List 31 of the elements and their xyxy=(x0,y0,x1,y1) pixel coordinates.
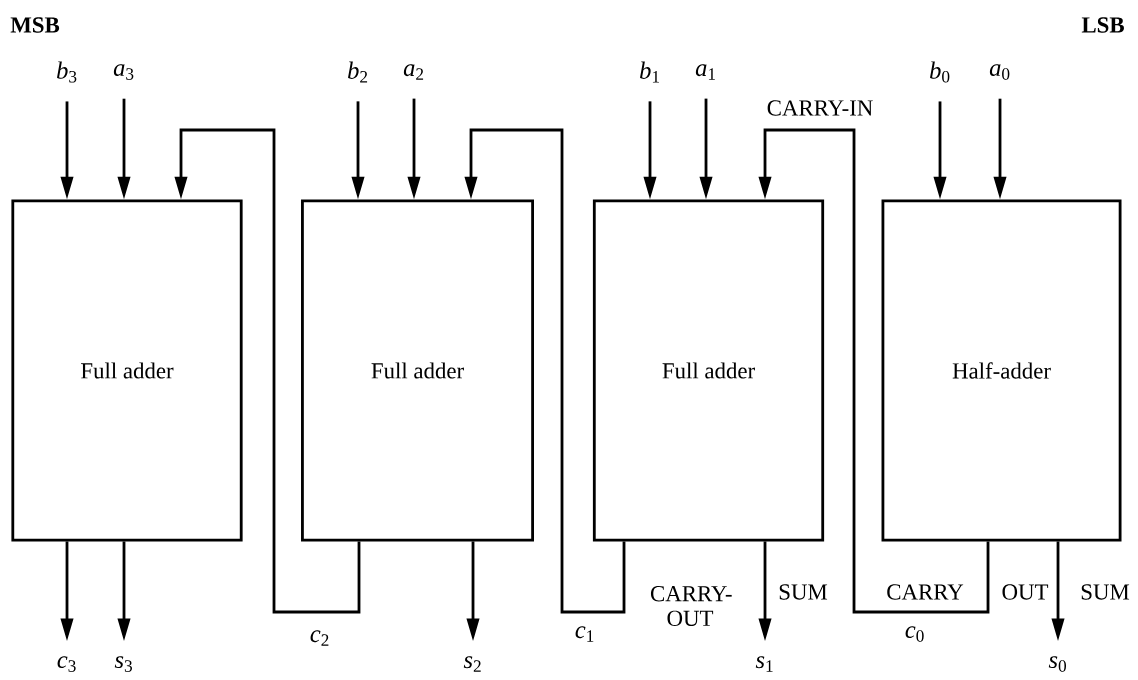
signal-name: s$_{1}$ xyxy=(755,656,773,672)
adder-box: Full adder xyxy=(11,199,243,542)
signal-label: CARRY-OUT xyxy=(650,586,732,626)
carry-arrow xyxy=(758,128,990,614)
signal-label: SUM xyxy=(1081,584,1130,600)
edge-label: c$_{1}$ xyxy=(573,624,597,644)
adder-box: Full adder xyxy=(592,199,825,542)
signal-name: s$_{0}$ xyxy=(1048,656,1066,672)
signal-name: a$_{3}$ xyxy=(113,64,134,80)
signal-name: b$_{1}$ xyxy=(640,61,659,83)
adder-box: Half-adder xyxy=(881,199,1122,542)
carry-arrow xyxy=(464,128,626,614)
signal-name: a$_{1}$ xyxy=(695,64,715,80)
signal-label: CARRY-IN xyxy=(767,100,873,116)
signal-label: SUM xyxy=(779,584,828,600)
signal-name: b$_{2}$ xyxy=(348,61,368,83)
adder-box: Full adder xyxy=(301,199,534,542)
edge-label: c$_{2}$ xyxy=(308,628,332,648)
signal-label: OUT xyxy=(1002,584,1049,600)
edge-label: c$_{0}$ xyxy=(903,624,927,644)
carry-arrow xyxy=(174,128,361,614)
bit-label: LSB xyxy=(1081,17,1124,33)
signal-label: CARRY xyxy=(887,584,964,600)
signal-name: b$_{3}$ xyxy=(57,61,77,83)
signal-name: b$_{0}$ xyxy=(930,61,950,83)
signal-name: c$_{3}$ xyxy=(57,656,76,672)
signal-name: s$_{3}$ xyxy=(114,656,132,672)
signal-name: a$_{2}$ xyxy=(403,64,424,80)
bit-label: MSB xyxy=(10,17,60,33)
signal-name: s$_{2}$ xyxy=(463,656,481,672)
signal-name: a$_{0}$ xyxy=(989,64,1010,80)
